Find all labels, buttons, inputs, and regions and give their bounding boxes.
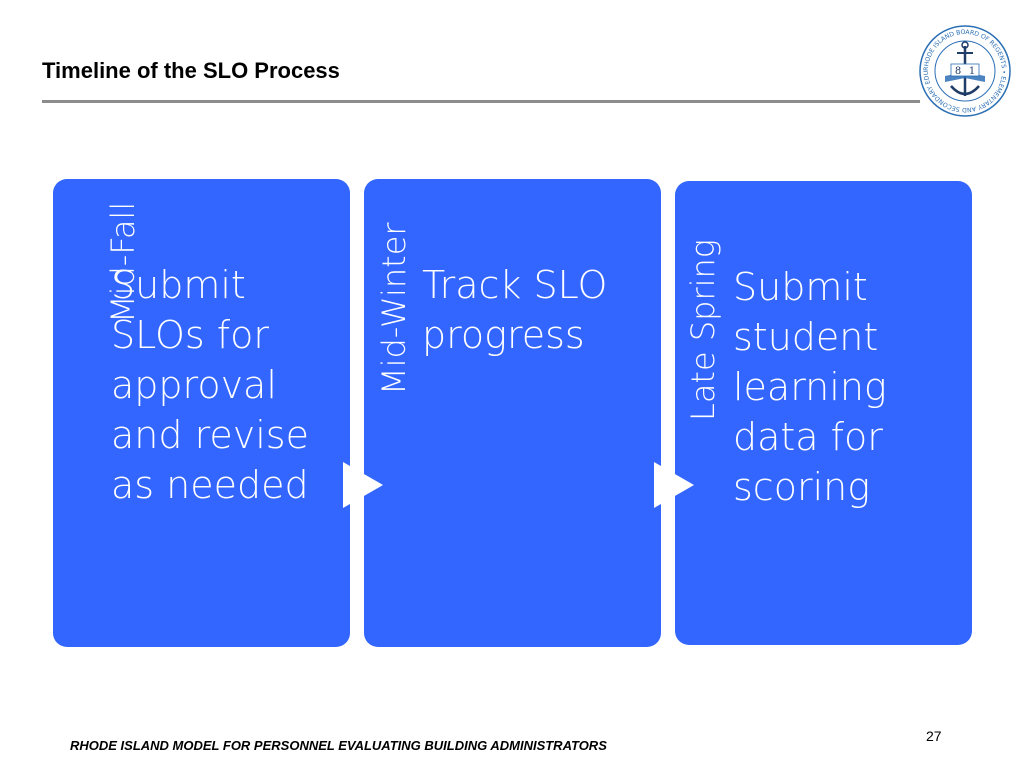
slide-title: Timeline of the SLO Process: [42, 58, 340, 83]
stage-season-label: Mid-Winter: [375, 222, 413, 395]
next-stage-arrow-icon: [343, 462, 383, 508]
stage-task-text: Submit SLOs for approval and revise as n…: [111, 263, 309, 507]
stage-task-text: Track SLO progress: [422, 263, 608, 357]
timeline-stage-mid-fall: Mid-Fall Submit SLOs for approval and re…: [53, 179, 350, 647]
stage-season-label: Late Spring: [684, 239, 722, 421]
ri-board-of-regents-seal: RHODE ISLAND BOARD OF REGENTS • ELEMENTA…: [918, 24, 1011, 117]
timeline-stage-late-spring: Late Spring Submit student learning data…: [675, 181, 972, 645]
title-divider: [42, 100, 920, 103]
next-stage-arrow-icon: [654, 462, 694, 508]
stage-task-text: Submit student learning data for scoring: [733, 265, 887, 509]
page-number: 27: [926, 728, 942, 744]
timeline-stage-mid-winter: Mid-Winter Track SLO progress: [364, 179, 661, 647]
seal-digit-right: 1: [969, 66, 975, 77]
seal-digit-left: 8: [955, 66, 961, 77]
slide-footer: RHODE ISLAND MODEL FOR PERSONNEL EVALUAT…: [70, 738, 607, 753]
